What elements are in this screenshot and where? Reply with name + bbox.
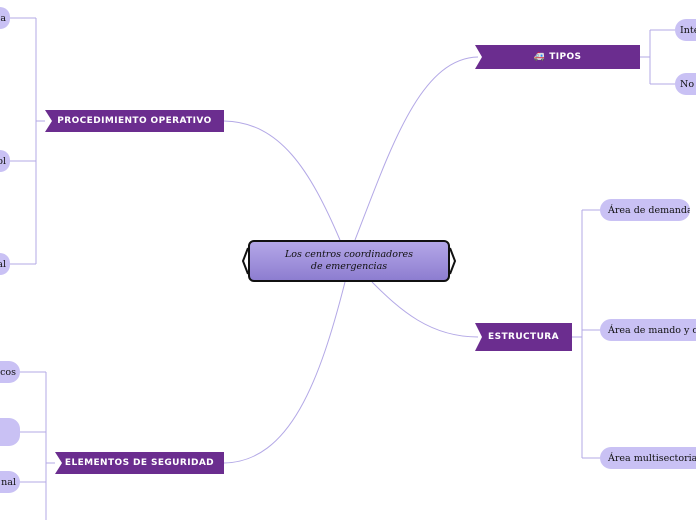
- subtopic-tipos-1[interactable]: Inte: [675, 19, 696, 41]
- central-bracket-right: [449, 247, 457, 275]
- main-topic-tipos[interactable]: 🚑 TIPOS: [475, 45, 640, 69]
- connector-central-elementos: [223, 281, 346, 464]
- subtopic-estructura-3[interactable]: Área multisectorial: [600, 447, 696, 469]
- subtopic-elementos-2[interactable]: [0, 418, 20, 446]
- connector-central-procedimiento: [223, 120, 341, 241]
- main-topic-label: ESTRUCTURA: [488, 332, 559, 342]
- central-bracket-left: [241, 247, 249, 275]
- central-topic-label: Los centros coordinadores de emergencias: [285, 249, 413, 272]
- subtopic-tipos-2[interactable]: No: [675, 73, 696, 95]
- main-topic-elementos-de-seguridad[interactable]: ELEMENTOS DE SEGURIDAD: [55, 452, 224, 474]
- connector-central-estructura: [371, 281, 479, 338]
- central-topic[interactable]: Los centros coordinadores de emergencias: [248, 240, 450, 282]
- ambulance-icon: 🚑: [533, 52, 546, 62]
- subtopic-estructura-2[interactable]: Área de mando y con: [600, 319, 696, 341]
- subtopic-procedimiento-1[interactable]: a: [0, 7, 10, 29]
- main-topic-label: TIPOS: [549, 52, 582, 62]
- connector-central-tipos: [354, 56, 479, 241]
- main-topic-procedimiento-operativo[interactable]: PROCEDIMIENTO OPERATIVO: [45, 110, 224, 132]
- subtopic-elementos-3[interactable]: nal: [0, 471, 20, 493]
- subtopic-procedimiento-2[interactable]: ol: [0, 150, 10, 172]
- subtopic-procedimiento-3[interactable]: al: [0, 253, 10, 275]
- main-topic-estructura[interactable]: ESTRUCTURA: [475, 323, 572, 351]
- subtopic-elementos-1[interactable]: cos: [0, 361, 20, 383]
- main-topic-label: PROCEDIMIENTO OPERATIVO: [57, 116, 212, 126]
- main-topic-label: ELEMENTOS DE SEGURIDAD: [64, 458, 215, 468]
- subtopic-estructura-1[interactable]: Área de demanda: [600, 199, 690, 221]
